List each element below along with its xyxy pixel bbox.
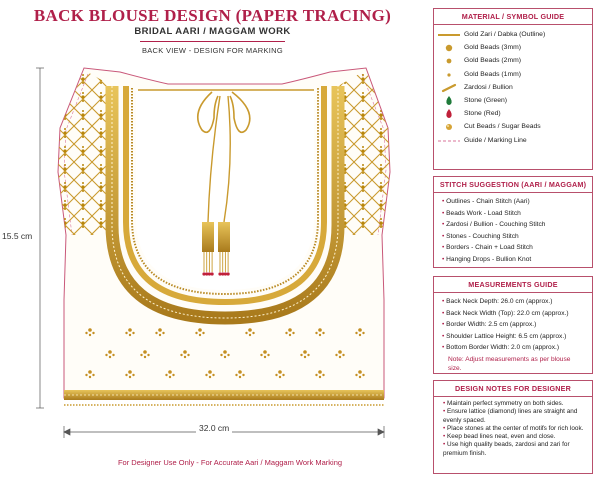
legend-item: Zardosi / Bullion xyxy=(434,81,592,94)
subtitle-underline xyxy=(140,41,285,42)
list-item: • Bottom Border Width: 2.0 cm (approx.) xyxy=(442,344,560,352)
list-item: • Back Neck Depth: 26.0 cm (approx.) xyxy=(442,298,553,305)
stone-red-icon xyxy=(446,109,452,119)
view-label: BACK VIEW - DESIGN FOR MARKING xyxy=(141,46,284,55)
body-motifs xyxy=(85,328,365,379)
list-item: • Border Width: 2.5 cm (approx.) xyxy=(442,321,537,329)
list-item: • Shoulder Lattice Height: 6.5 cm (appro… xyxy=(442,332,567,340)
material-symbol-guide: MATERIAL / SYMBOL GUIDE Gold Zari / Dabk… xyxy=(433,8,593,170)
tassel-left xyxy=(202,222,214,276)
list-item: • Hanging Drops - Bullion Knot xyxy=(442,255,532,263)
legend-item: Gold Beads (3mm) xyxy=(434,41,592,54)
list-item: • Use high quality beads, zardosi and za… xyxy=(443,441,570,457)
neck-border-inner xyxy=(123,86,327,306)
list-item: • Beads Work - Load Stitch xyxy=(442,209,521,217)
legend-item: Cut Beads / Sugar Beads xyxy=(434,120,592,133)
legend-item: Stone (Red) xyxy=(434,107,592,120)
width-label: 32.0 cm xyxy=(196,423,233,433)
measurements-guide: MEASUREMENTS GUIDE • Back Neck Depth: 26… xyxy=(433,276,593,374)
stitch-suggestion: STITCH SUGGESTION (AARI / MAGGAM) • Outl… xyxy=(433,176,593,268)
legend-item: Gold Beads (2mm) xyxy=(434,54,592,67)
legend-title: MATERIAL / SYMBOL GUIDE xyxy=(434,9,592,25)
list-item: • Back Neck Width (Top): 22.0 cm (approx… xyxy=(442,309,569,317)
guide-line-icon xyxy=(438,140,460,142)
cut-beads-icon xyxy=(446,124,452,131)
legend-item: Stone (Green) xyxy=(434,94,592,107)
list-item: • Outlines - Chain Stitch (Aari) xyxy=(442,198,530,205)
page-title: BACK BLOUSE DESIGN (PAPER TRACING) xyxy=(33,6,392,25)
legend-item: Guide / Marking Line xyxy=(434,134,592,147)
bead-1mm-icon xyxy=(447,73,451,77)
stone-green-icon xyxy=(446,96,452,106)
blouse-drawing xyxy=(36,67,391,438)
stitch-title: STITCH SUGGESTION (AARI / MAGGAM) xyxy=(434,177,592,193)
design-notes-title: DESIGN NOTES FOR DESIGNER xyxy=(434,381,592,397)
list-item: • Maintain perfect symmetry on both side… xyxy=(443,400,564,407)
list-item: • Keep bead lines neat, even and close. xyxy=(443,433,556,441)
legend-item: Gold Zari / Dabka (Outline) xyxy=(434,28,592,41)
bead-3mm-icon xyxy=(445,45,453,52)
page-subtitle: BRIDAL AARI / MAGGAM WORK xyxy=(134,26,291,37)
zardosi-icon xyxy=(441,83,457,92)
height-dimension xyxy=(36,67,44,409)
list-item: • Place stones at the center of motifs f… xyxy=(443,424,584,432)
measurement-note: Note: Adjust measurements as per blouse … xyxy=(448,355,571,372)
height-label: 15.5 cm xyxy=(2,231,33,241)
list-item: • Zardosi / Bullion - Couching Stitch xyxy=(442,221,546,229)
list-item: • Ensure lattice (diamond) lines are str… xyxy=(443,408,578,424)
list-item: • Stones - Couching Stitch xyxy=(442,232,519,240)
bead-2mm-icon xyxy=(446,59,452,64)
list-item: • Borders - Chain + Load Stitch xyxy=(442,244,533,252)
footer-text: For Designer Use Only - For Accurate Aar… xyxy=(117,458,343,467)
zari-line-icon xyxy=(438,34,460,37)
legend-item: Gold Beads (1mm) xyxy=(434,68,592,81)
design-notes: DESIGN NOTES FOR DESIGNER • Maintain per… xyxy=(433,380,593,474)
measurements-title: MEASUREMENTS GUIDE xyxy=(434,277,592,293)
neck-border-outer xyxy=(105,86,345,325)
tassel-right xyxy=(218,222,230,276)
